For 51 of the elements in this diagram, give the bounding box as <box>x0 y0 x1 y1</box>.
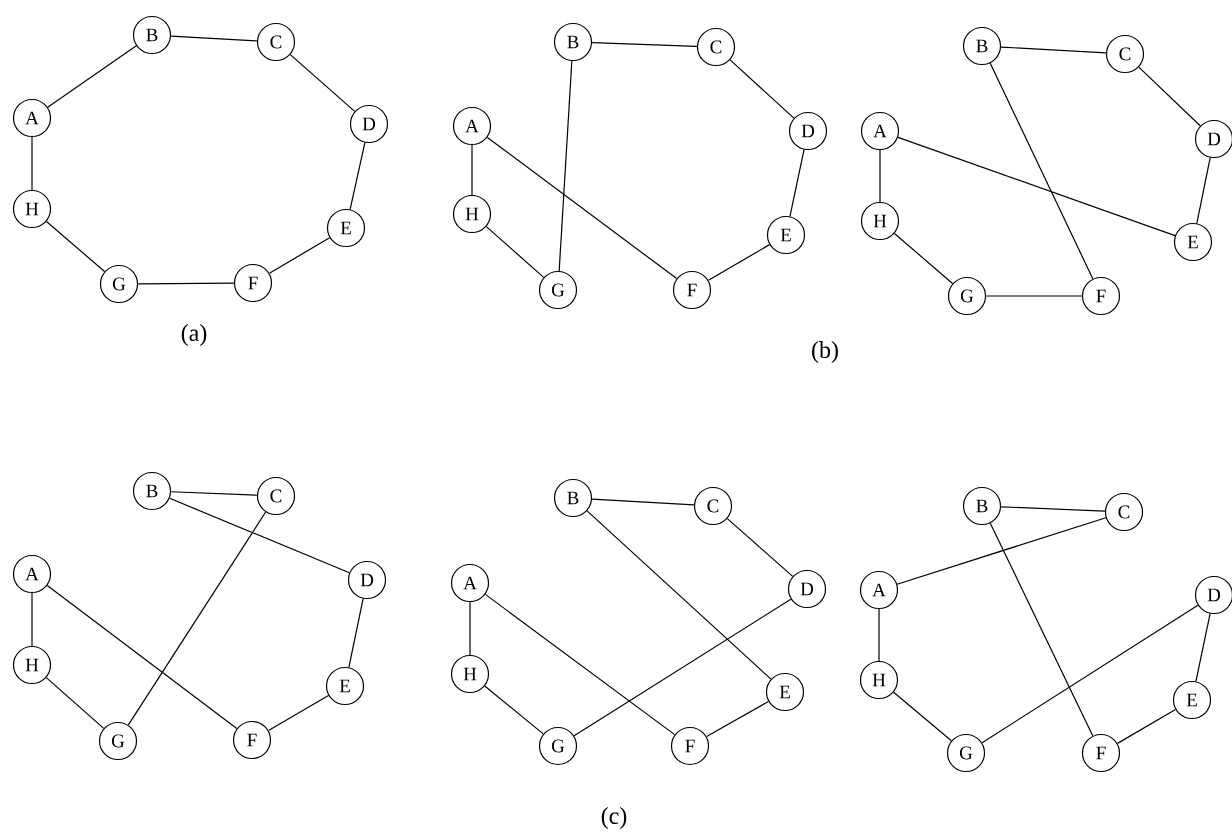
edge-line <box>981 604 1199 744</box>
edge-line <box>878 608 880 662</box>
edge-line <box>985 295 1083 297</box>
edge-line <box>31 592 33 647</box>
edge-line <box>469 601 471 656</box>
panel-label: (b) <box>812 341 838 363</box>
edge-line <box>485 226 545 278</box>
edge-line <box>1138 66 1201 127</box>
edge-line <box>45 677 105 729</box>
edge-line <box>31 136 33 191</box>
edge-line <box>893 691 952 742</box>
edge-line <box>471 144 473 196</box>
edge-line <box>47 45 137 108</box>
edge-line <box>1000 506 1106 512</box>
edge-line <box>558 60 573 272</box>
edge-line <box>1195 613 1211 682</box>
edge-line <box>349 142 366 210</box>
edge-line <box>789 149 805 217</box>
edge-line <box>268 237 331 274</box>
edge-line <box>170 491 258 496</box>
edge-line <box>486 136 678 280</box>
edge-line <box>289 54 356 112</box>
edge-line <box>46 584 238 730</box>
edge-line <box>1000 46 1107 54</box>
edge-line <box>897 136 1176 237</box>
edge-line <box>586 510 772 680</box>
edge-line <box>169 497 350 574</box>
panel-label: (c) <box>601 807 627 829</box>
edge-line <box>484 685 544 735</box>
edge-line <box>896 517 1107 585</box>
edge-line <box>893 232 954 285</box>
edge-line <box>573 598 792 737</box>
edge-line <box>127 511 267 726</box>
edge-line <box>706 700 769 738</box>
edge-line <box>726 518 794 577</box>
edge-line <box>707 244 771 281</box>
edge-line <box>137 282 235 285</box>
edge-line <box>591 42 698 47</box>
edge-line <box>989 522 1094 737</box>
edge-line <box>729 59 795 119</box>
edge-line <box>267 695 330 731</box>
edge-line <box>484 593 676 736</box>
edge-line <box>879 149 881 203</box>
panel-label: (a) <box>181 324 207 346</box>
edge-line <box>1196 157 1211 224</box>
edge-line <box>348 598 364 668</box>
edge-line <box>1116 709 1177 744</box>
edge-line <box>989 62 1094 280</box>
edge-line <box>170 35 258 42</box>
edge-line <box>45 220 106 273</box>
edge-line <box>591 498 695 506</box>
